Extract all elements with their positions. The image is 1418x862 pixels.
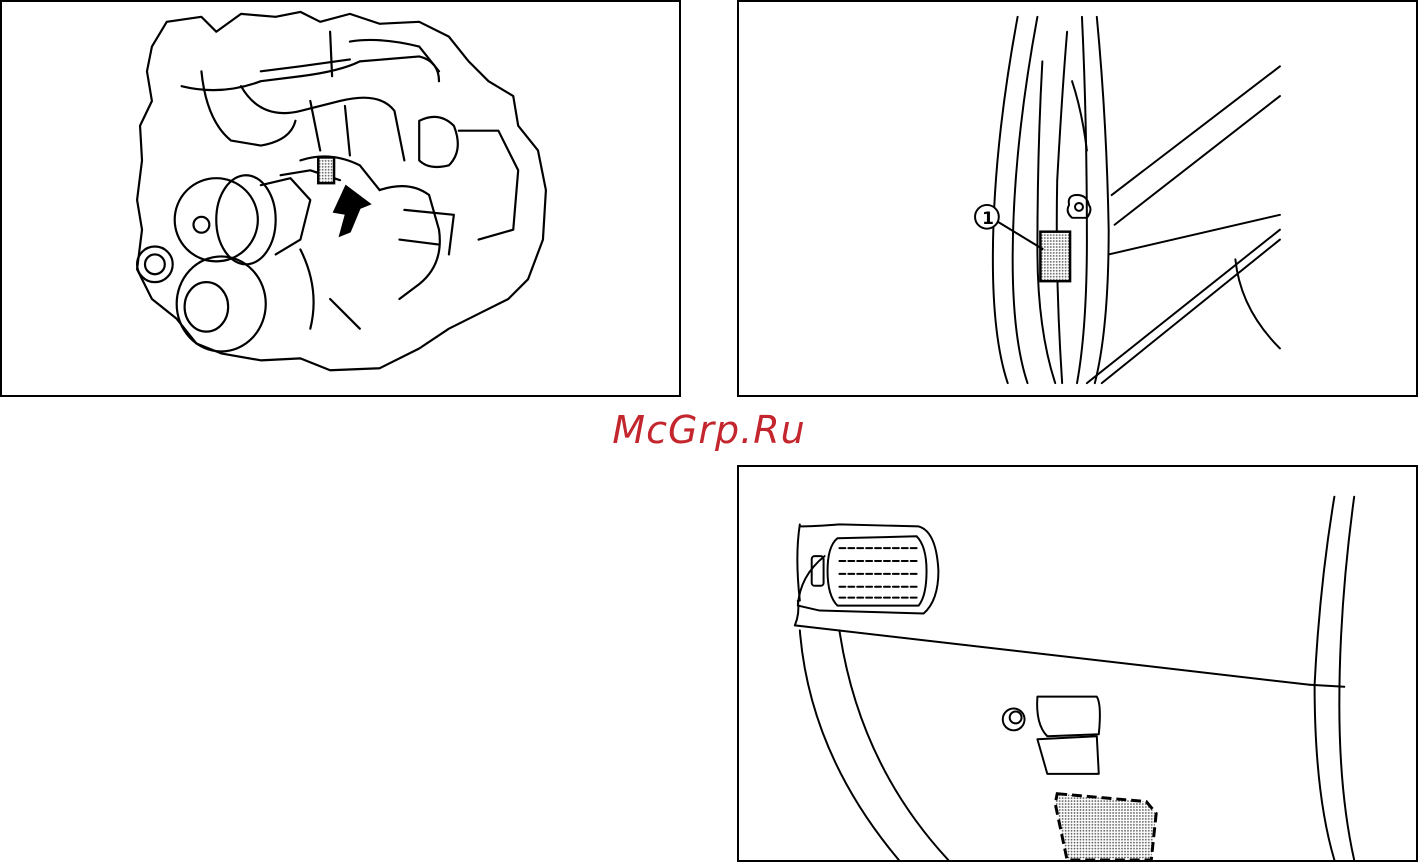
dashboard-figure xyxy=(737,465,1418,862)
dashboard-illustration xyxy=(739,467,1416,860)
callout-number: 1 xyxy=(977,209,999,229)
engine-figure xyxy=(0,0,681,397)
door-pillar-illustration xyxy=(739,2,1416,395)
watermark-text: McGrp.Ru xyxy=(0,408,1418,452)
door-pillar-figure: 1 xyxy=(737,0,1418,397)
engine-illustration xyxy=(2,2,679,395)
